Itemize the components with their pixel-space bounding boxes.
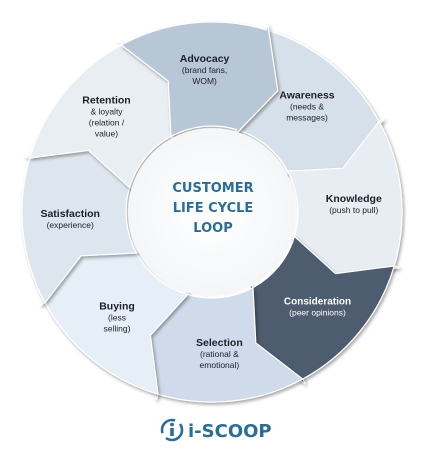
arrow-segment-selection — [145, 286, 304, 403]
stage-subtitle: (needs & — [290, 102, 324, 112]
center-title-line-3: LOOP — [193, 221, 232, 236]
stage-subtitle: WOM) — [192, 76, 217, 86]
center-circle — [128, 128, 296, 296]
arrow-segment-retention — [28, 39, 175, 189]
arrow-segment-buying — [39, 249, 189, 396]
i-scoop-logo: i-SCOOP — [160, 418, 272, 442]
stage-title: Advocacy — [180, 53, 230, 65]
stage-subtitle: (push to pull) — [329, 205, 378, 215]
stage-subtitle: (experience) — [47, 220, 94, 230]
stage-subtitle: (rational & — [200, 349, 239, 359]
stage-title: Knowledge — [326, 193, 382, 205]
center-title-line-2: LIFE CYCLE — [173, 201, 254, 216]
stage-title: Awareness — [279, 90, 334, 102]
center-title-line-1: CUSTOMER — [172, 181, 253, 196]
logo-ring-icon — [160, 418, 184, 442]
stage-subtitle: (less — [108, 313, 126, 323]
logo-i-stem-icon — [170, 428, 174, 436]
stage-label-awareness: Awareness(needs &messages) — [279, 90, 334, 123]
stage-subtitle: emotional) — [200, 360, 240, 370]
stage-label-consideration: Consideration(peer opinions) — [284, 297, 351, 318]
stage-subtitle: selling) — [104, 324, 131, 334]
center-hub: CUSTOMER LIFE CYCLE LOOP — [128, 128, 296, 296]
logo-wordmark: i-SCOOP — [188, 421, 272, 442]
stage-subtitle: (peer opinions) — [289, 308, 346, 318]
logo-i-dot-icon — [170, 422, 174, 427]
stage-title: Selection — [196, 337, 243, 349]
i-scoop-logo-icon — [160, 418, 184, 442]
stage-title: Buying — [99, 301, 135, 313]
stage-subtitle: value) — [95, 129, 118, 139]
stage-labels: Advocacy(brand fans,WOM) Awareness(needs … — [40, 53, 382, 370]
cycle-ring — [21, 21, 403, 403]
arrow-segment-consideration — [249, 235, 396, 385]
stage-subtitle: (brand fans, — [182, 65, 227, 75]
stage-subtitle: messages) — [286, 113, 328, 123]
stage-label-retention: Retention& loyalty(relation /value) — [82, 95, 130, 139]
arrow-segment-satisfaction — [21, 145, 138, 304]
stage-label-selection: Selection(rational &emotional) — [196, 337, 243, 370]
stage-label-knowledge: Knowledge(push to pull) — [326, 193, 382, 215]
stage-title: Retention — [82, 95, 130, 107]
stage-label-advocacy: Advocacy(brand fans,WOM) — [180, 53, 230, 86]
stage-subtitle: & loyalty — [90, 107, 123, 117]
arrow-segment-advocacy — [120, 21, 279, 138]
stage-title: Consideration — [284, 297, 351, 308]
arrow-segment-knowledge — [286, 120, 403, 279]
stage-label-satisfaction: Satisfaction(experience) — [40, 208, 100, 230]
stage-title: Satisfaction — [40, 208, 100, 220]
stage-subtitle: (relation / — [89, 118, 125, 128]
